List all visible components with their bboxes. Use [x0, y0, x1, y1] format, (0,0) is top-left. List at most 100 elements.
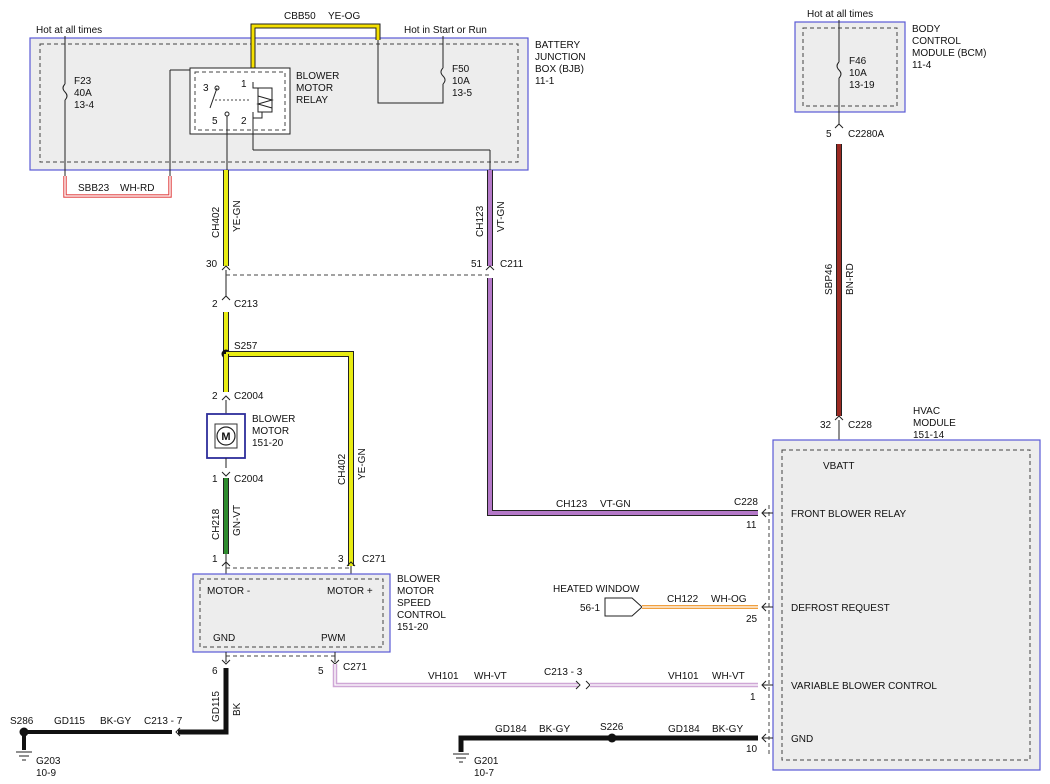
- ch123-h-label: CH123: [556, 499, 588, 510]
- f50-label-2: 10A: [452, 76, 470, 87]
- bmsc-pin-6: 6: [212, 666, 218, 677]
- ch123-h-color: VT-GN: [600, 499, 631, 510]
- sbp46-color-label: BN-RD: [845, 263, 856, 295]
- f50-fuse-symbol: [440, 67, 446, 85]
- bjb-inner-dash: [39, 43, 519, 163]
- c2004-top-label: C2004: [234, 391, 264, 402]
- bjb-border: [29, 37, 529, 171]
- vh101-a-color-label: WH-VT: [474, 671, 507, 682]
- f46-label-2: 10A: [849, 68, 867, 79]
- cbb50-wire-color: [251, 24, 380, 68]
- bjb-hot-in-start-run: Hot in Start or Run: [404, 25, 487, 36]
- sbb23-label: SBB23: [78, 183, 110, 194]
- hvac-pin-32: 32: [820, 420, 832, 431]
- relay-pin-1: 1: [241, 79, 247, 90]
- ch402-b-label: CH402: [337, 453, 348, 485]
- gd184-b-label: GD184: [668, 724, 700, 735]
- cbb50-color-label: YE-OG: [328, 11, 360, 22]
- relay-coil-top: [252, 82, 262, 89]
- motor-title-2: MOTOR: [252, 426, 289, 437]
- c213-3-label: C213 - 3: [544, 667, 583, 678]
- sbb23-wire-core: [64, 176, 171, 197]
- ch402-branch-outline: [226, 351, 354, 566]
- c271-top-label: C271: [362, 554, 386, 565]
- gd115-wire: [178, 668, 229, 735]
- g203-label-2: 10-9: [36, 768, 56, 779]
- bcm-inner-dash: [802, 27, 898, 107]
- c213-7-arrow: [175, 727, 181, 737]
- bcm-title-1: BODY: [912, 24, 941, 35]
- hvac-c228-side: C228: [734, 497, 758, 508]
- hvac-c228-top: C228: [848, 420, 872, 431]
- hvac-title-1: HVAC: [913, 406, 940, 417]
- relay-contact-5: [224, 111, 230, 117]
- vh101-a-core: [334, 664, 578, 686]
- c211-label: C211: [500, 259, 524, 270]
- ch122-label: CH122: [667, 594, 699, 605]
- relay-outer-box: [189, 67, 291, 135]
- s226-splice: [607, 733, 617, 743]
- relay-coil-zigzag: [256, 95, 274, 109]
- hvac-gnd: GND: [791, 734, 813, 745]
- heated-window-connector: [604, 597, 643, 617]
- pin-2-c213: 2: [212, 299, 218, 310]
- bk-gy-c-label: BK-GY: [712, 724, 743, 735]
- c271-bot-label: C271: [343, 662, 367, 673]
- ch123-color-label: VT-GN: [496, 201, 507, 232]
- c211-arrow-right: [485, 265, 495, 271]
- relay-title-3: RELAY: [296, 95, 328, 106]
- c2004-top-arrow: [221, 395, 231, 401]
- bmsc-title-2: MOTOR: [397, 586, 434, 597]
- relay-inner-dash: [194, 71, 286, 131]
- f23-fuse-symbol: [62, 83, 68, 101]
- f50-label-1: F50: [452, 64, 470, 75]
- f46-label-1: F46: [849, 56, 867, 67]
- relay-pin-3: 3: [203, 83, 209, 94]
- hvac-pin-10: 10: [746, 744, 758, 755]
- motor-title-3: 151-20: [252, 438, 284, 449]
- gd184-wire: [458, 735, 758, 752]
- c2004-bot-label: C2004: [234, 474, 264, 485]
- hvac-border: [772, 439, 1041, 771]
- bmsc-border: [192, 573, 391, 653]
- f46-fuse-symbol: [836, 61, 842, 79]
- c2004-bot-arrow: [221, 471, 231, 477]
- ch218-label: CH218: [211, 508, 222, 540]
- ch123-lower-color: [488, 278, 758, 515]
- hvac-defrost-request: DEFROST REQUEST: [791, 603, 890, 614]
- gd184-a-label: GD184: [495, 724, 527, 735]
- ch123-label: CH123: [475, 205, 486, 237]
- hvac-vbatt: VBATT: [823, 461, 854, 472]
- bmsc-pin-5: 5: [318, 666, 324, 677]
- relay-title-1: BLOWER: [296, 71, 339, 82]
- heated-window-ref: 56-1: [580, 603, 600, 614]
- pin-2-c2004: 2: [212, 391, 218, 402]
- bjb-hot-at-all-times: Hot at all times: [36, 25, 102, 36]
- c213-3-arrow-a: [575, 680, 581, 690]
- bk-gy-a-label: BK-GY: [100, 716, 131, 727]
- c211-arrow-left: [221, 265, 231, 271]
- hvac-pin-1: 1: [750, 692, 756, 703]
- bcm-title-4: 11-4: [912, 60, 932, 71]
- ch122-color-label: WH-OG: [711, 594, 747, 605]
- hvac-title-3: 151-14: [913, 430, 945, 441]
- f23-label-3: 13-4: [74, 100, 94, 111]
- pin-30: 30: [206, 259, 218, 270]
- f23-label-2: 40A: [74, 88, 92, 99]
- cbb50-label: CBB50: [284, 11, 316, 22]
- gd115-h-label: GD115: [54, 716, 85, 727]
- bcm-title-3: MODULE (BCM): [912, 48, 986, 59]
- bmsc-pin6-arrow: [221, 659, 231, 665]
- relay-coil-bottom: [252, 112, 263, 119]
- bmsc-pin3-arrow: [346, 561, 356, 567]
- vh101-b-label: VH101: [668, 671, 699, 682]
- relay-pin-2: 2: [241, 116, 247, 127]
- relay-pin-5: 5: [212, 116, 218, 127]
- hvac-variable-blower-control: VARIABLE BLOWER CONTROL: [791, 681, 937, 692]
- hvac-inner-dash: [781, 449, 1031, 761]
- relay-switch-arm: [209, 87, 218, 109]
- ch402-color-label: YE-GN: [232, 200, 243, 232]
- g203-label-1: G203: [36, 756, 61, 767]
- bmsc-fill: [193, 574, 390, 652]
- heated-window-label: HEATED WINDOW: [553, 584, 640, 595]
